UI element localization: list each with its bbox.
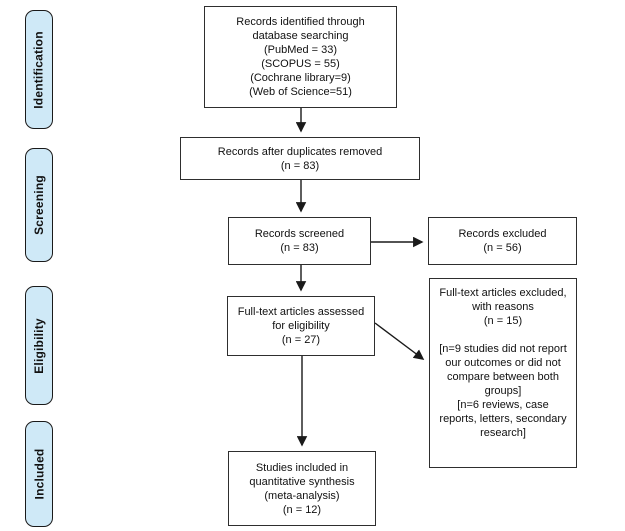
box-duplicates-removed-text: Records after duplicates removed (n = 83… (217, 145, 383, 172)
box-studies-included-text: Studies included in quantitative synthes… (249, 461, 355, 516)
box-fulltext-excluded-reasons: Full-text articles excluded, with reason… (429, 278, 577, 468)
stage-eligibility: Eligibility (25, 286, 53, 405)
box-records-identified: Records identified through database sear… (204, 6, 397, 108)
box-duplicates-removed: Records after duplicates removed (n = 83… (180, 137, 420, 180)
box-records-excluded-text: Records excluded (n = 56) (458, 228, 547, 254)
stage-identification: Identification (25, 10, 53, 129)
box-fulltext-assessed: Full-text articles assessed for eligibil… (227, 296, 375, 356)
arrow-fulltext-to-excluded-reasons (374, 322, 425, 360)
box-records-excluded: Records excluded (n = 56) (428, 217, 577, 265)
box-studies-included: Studies included in quantitative synthes… (228, 451, 376, 526)
box-records-identified-text: Records identified through database sear… (236, 16, 365, 98)
stage-eligibility-label: Eligibility (32, 317, 47, 374)
box-fulltext-excluded-reasons-text: Full-text articles excluded, with reason… (439, 287, 567, 439)
box-fulltext-assessed-text: Full-text articles assessed for eligibil… (237, 306, 365, 346)
stage-identification-label: Identification (32, 30, 46, 109)
stage-included: Included (25, 421, 53, 527)
box-records-screened: Records screened (n = 83) (228, 217, 371, 265)
box-records-screened-text: Records screened (n = 83) (254, 228, 345, 254)
stage-included-label: Included (32, 448, 46, 500)
stage-screening-label: Screening (32, 175, 47, 235)
stage-screening: Screening (25, 148, 53, 262)
